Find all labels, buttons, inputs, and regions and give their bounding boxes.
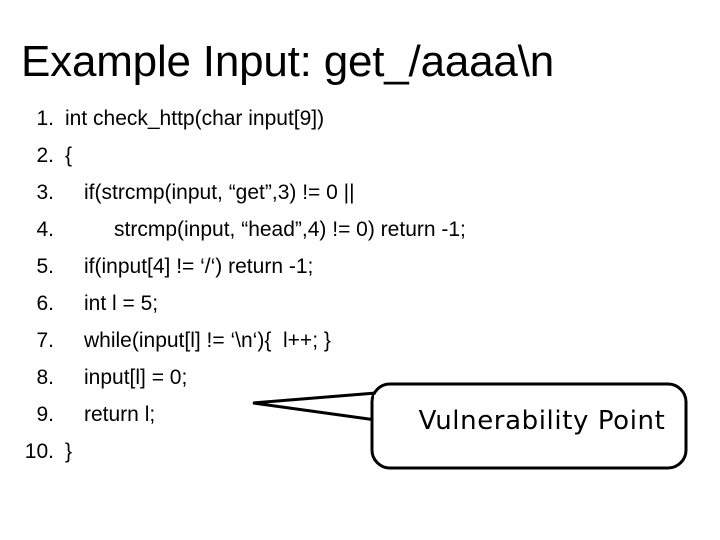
code-line: 5. if(input[4] != ‘/‘) return -1;	[14, 256, 714, 277]
line-number: 6.	[36, 292, 54, 315]
line-text: return l;	[84, 403, 156, 426]
code-listing: 1. int check_http(char input[9]) 2. { 3.…	[14, 108, 714, 478]
line-number: 1.	[36, 107, 54, 130]
line-number: 3.	[36, 181, 54, 204]
line-text: }	[65, 440, 73, 463]
line-text: strcmp(input, “head”,4) != 0) return -1;	[114, 218, 466, 241]
line-text: int l = 5;	[84, 292, 159, 315]
line-number: 5.	[36, 255, 54, 278]
code-line: 10. }	[14, 441, 714, 462]
line-number: 9.	[36, 403, 54, 426]
code-line: 9. return l;	[14, 404, 714, 425]
code-line-vulnerable: 8. input[l] = 0;	[14, 367, 714, 388]
code-line: 4. strcmp(input, “head”,4) != 0) return …	[14, 219, 714, 240]
line-number: 8.	[36, 366, 54, 389]
line-text: if(input[4] != ‘/‘) return -1;	[84, 255, 314, 278]
line-text: int check_http(char input[9])	[65, 107, 325, 130]
line-text: {	[65, 144, 73, 167]
line-number: 4.	[36, 218, 54, 241]
line-number: 2.	[36, 144, 54, 167]
code-line: 1. int check_http(char input[9])	[14, 108, 714, 129]
code-line: 2. {	[14, 145, 714, 166]
code-line: 6. int l = 5;	[14, 293, 714, 314]
page-title: Example Input: get_/aaaa\n	[21, 37, 554, 86]
line-text: while(input[l] != ‘\n‘){ l++; }	[84, 329, 331, 352]
code-line: 7. while(input[l] != ‘\n‘){ l++; }	[14, 330, 714, 351]
code-line: 3. if(strcmp(input, “get”,3) != 0 ||	[14, 182, 714, 203]
line-text: input[l] = 0;	[84, 366, 188, 389]
line-number: 7.	[36, 329, 54, 352]
line-number: 10.	[24, 440, 54, 463]
line-text: if(strcmp(input, “get”,3) != 0 ||	[84, 181, 355, 204]
